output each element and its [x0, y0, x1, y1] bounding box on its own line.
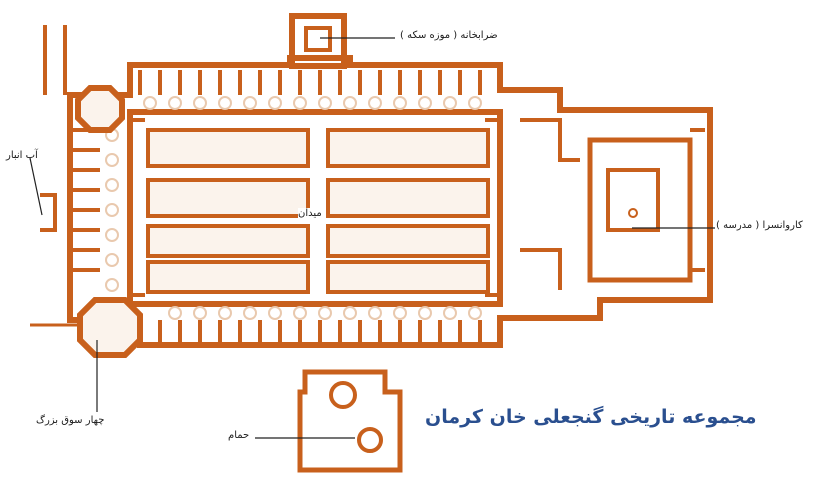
mint-building	[289, 13, 347, 69]
caravanserai-building	[520, 118, 705, 290]
bath-building	[297, 369, 403, 473]
left-annex	[30, 25, 80, 327]
label-caravanserai: کاروانسرا ( مدرسه )	[716, 220, 803, 231]
bazaar-shops	[70, 70, 500, 345]
label-ab-anbar: آب انبار	[6, 150, 38, 161]
label-bath: حمام	[228, 430, 250, 441]
label-square: میدان	[298, 208, 322, 219]
diagram-title: مجموعه تاریخی گنجعلی خان کرمان	[425, 406, 757, 428]
bazaar-domes	[105, 96, 482, 320]
square-ponds	[146, 128, 490, 294]
leader-lines	[29, 37, 715, 439]
label-mint: ضرابخانه ( موزه سکه )	[400, 30, 498, 41]
label-chaharsuq: چهار سوق بزرگ	[36, 415, 105, 426]
corner-domes	[75, 85, 143, 358]
